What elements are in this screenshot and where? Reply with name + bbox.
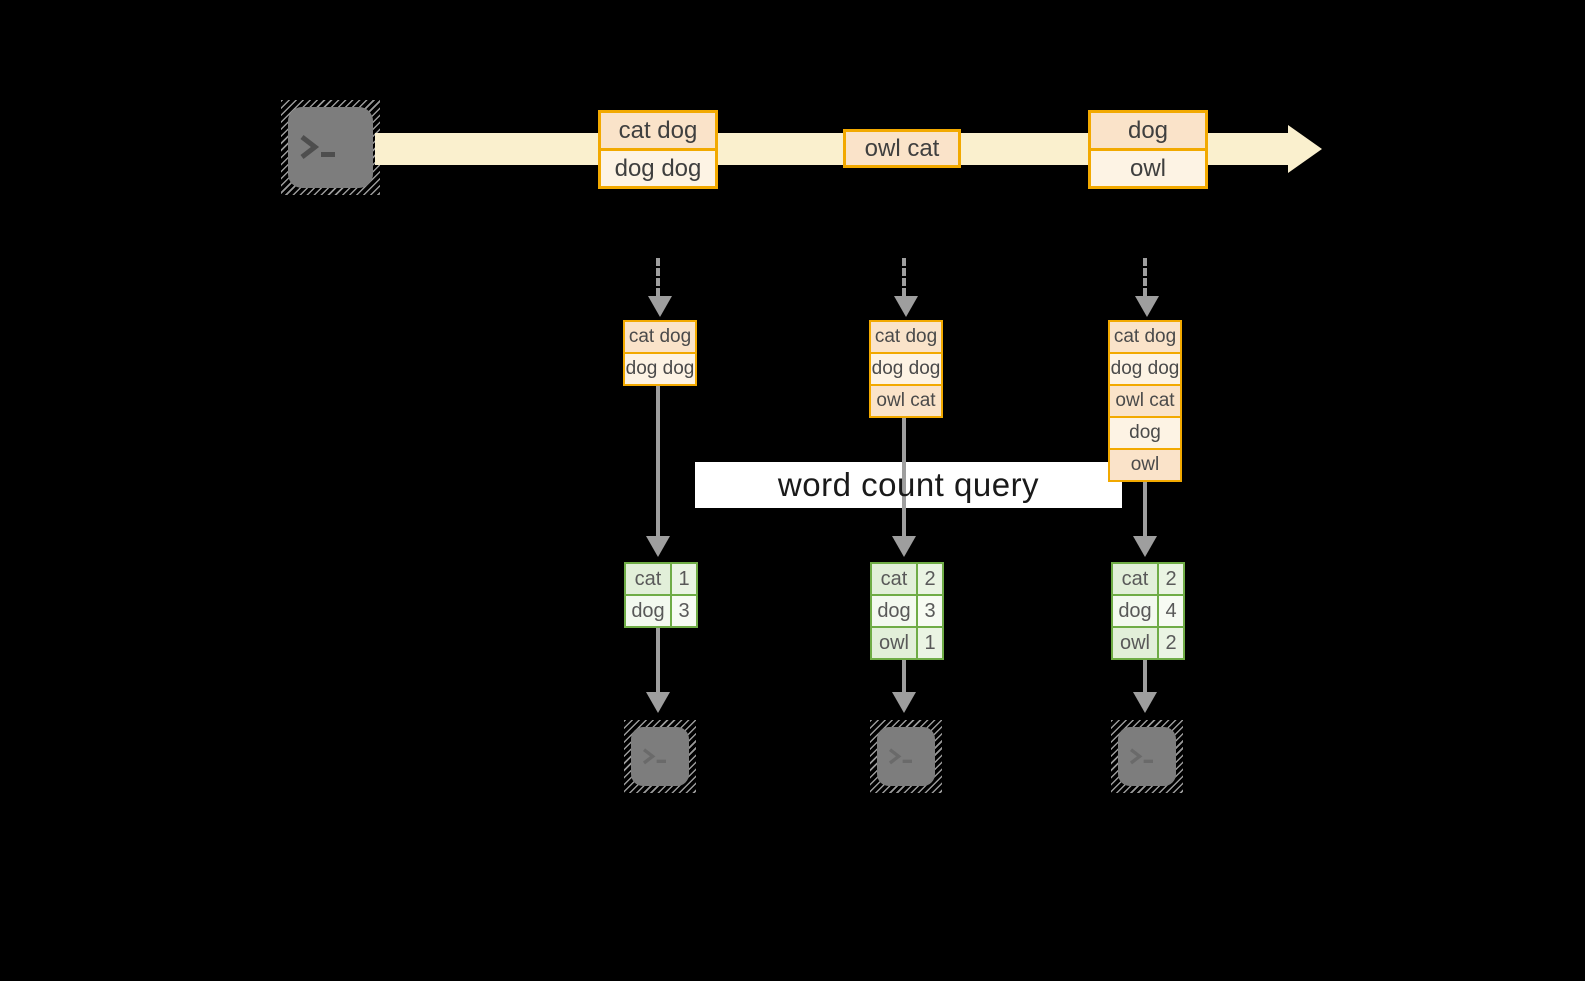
count-row: cat 1 — [626, 564, 696, 594]
buffer-stack-2: cat dog dog dog owl cat — [869, 320, 943, 418]
count-cell: 3 — [918, 596, 942, 626]
buffer-row: dog dog — [871, 352, 941, 384]
stream-arrowhead-icon — [1288, 125, 1322, 173]
count-cell: 2 — [918, 564, 942, 594]
buffer-row: cat dog — [871, 322, 941, 352]
count-row: dog 3 — [626, 594, 696, 626]
word-cell: owl — [1113, 628, 1159, 658]
word-cell: dog — [872, 596, 918, 626]
arrow-shaft — [1143, 660, 1147, 692]
word-cell: cat — [626, 564, 672, 594]
buffer-stack-3: cat dog dog dog owl cat dog owl — [1108, 320, 1182, 482]
stream-record: cat dog — [601, 113, 715, 148]
count-cell: 2 — [1159, 564, 1183, 594]
dashed-arrowhead-icon — [1135, 296, 1159, 317]
arrowhead-icon — [1133, 536, 1157, 557]
query-banner — [695, 462, 1122, 508]
arrow-shaft — [1143, 482, 1147, 536]
terminal-sink-icon — [624, 720, 696, 793]
count-cell: 4 — [1159, 596, 1183, 626]
terminal-source-icon — [281, 100, 380, 195]
stream-record: dog — [1091, 113, 1205, 148]
word-cell: owl — [872, 628, 918, 658]
terminal-sink-icon — [870, 720, 942, 793]
stream-record: owl cat — [846, 132, 958, 165]
buffer-row: dog — [1110, 416, 1180, 448]
terminal-sink-icon — [1111, 720, 1183, 793]
prompt-glyph — [642, 747, 666, 764]
count-row: cat 2 — [872, 564, 942, 594]
arrow-shaft — [656, 386, 660, 536]
dashed-arrowhead-icon — [648, 296, 672, 317]
count-cell: 2 — [1159, 628, 1183, 658]
arrowhead-icon — [892, 692, 916, 713]
stream-batch-2: owl cat — [843, 129, 961, 168]
count-cell: 1 — [672, 564, 696, 594]
arrow-shaft — [656, 628, 660, 692]
arrowhead-icon — [1133, 692, 1157, 713]
buffer-row: owl cat — [1110, 384, 1180, 416]
arrow-shaft — [902, 660, 906, 692]
word-cell: cat — [872, 564, 918, 594]
count-row: dog 4 — [1113, 594, 1183, 626]
terminal-prompt-icon — [877, 727, 935, 786]
buffer-row: dog dog — [1110, 352, 1180, 384]
count-table-3: cat 2 dog 4 owl 2 — [1111, 562, 1185, 660]
count-row: owl 1 — [872, 626, 942, 658]
terminal-prompt-icon — [1118, 727, 1176, 786]
word-cell: dog — [1113, 596, 1159, 626]
count-row: dog 3 — [872, 594, 942, 626]
buffer-row: dog dog — [625, 352, 695, 384]
buffer-row: owl cat — [871, 384, 941, 416]
stream-record: owl — [1091, 148, 1205, 186]
stream-batch-1: cat dog dog dog — [598, 110, 718, 189]
arrowhead-icon — [646, 692, 670, 713]
prompt-glyph — [888, 747, 912, 764]
word-cell: dog — [626, 596, 672, 626]
buffer-row: owl — [1110, 448, 1180, 480]
word-cell: cat — [1113, 564, 1159, 594]
count-cell: 1 — [918, 628, 942, 658]
terminal-prompt-icon — [288, 107, 373, 188]
prompt-glyph — [1129, 747, 1153, 764]
count-row: owl 2 — [1113, 626, 1183, 658]
dashed-arrow-shaft — [902, 258, 906, 296]
dashed-arrow-shaft — [656, 258, 660, 296]
buffer-row: cat dog — [625, 322, 695, 352]
prompt-glyph — [300, 134, 335, 159]
arrow-shaft — [902, 418, 906, 536]
stream-record: dog dog — [601, 148, 715, 186]
count-table-2: cat 2 dog 3 owl 1 — [870, 562, 944, 660]
dashed-arrowhead-icon — [894, 296, 918, 317]
count-row: cat 2 — [1113, 564, 1183, 594]
arrowhead-icon — [646, 536, 670, 557]
dashed-arrow-shaft — [1143, 258, 1147, 296]
buffer-stack-1: cat dog dog dog — [623, 320, 697, 386]
arrowhead-icon — [892, 536, 916, 557]
buffer-row: cat dog — [1110, 322, 1180, 352]
count-table-1: cat 1 dog 3 — [624, 562, 698, 628]
count-cell: 3 — [672, 596, 696, 626]
stream-batch-3: dog owl — [1088, 110, 1208, 189]
terminal-prompt-icon — [631, 727, 689, 786]
